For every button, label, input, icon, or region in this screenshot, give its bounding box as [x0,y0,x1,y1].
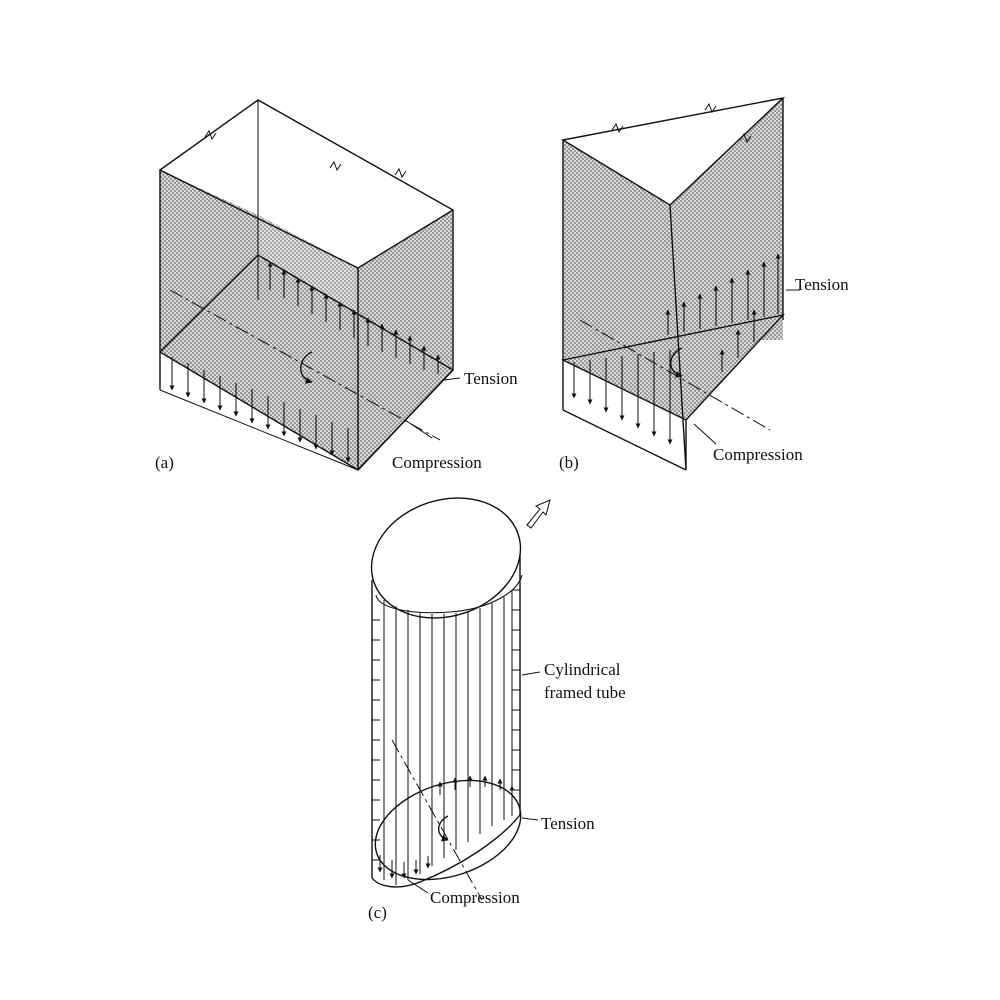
panel-b-base-plane [563,315,783,420]
panel-c-tension-arrows [437,775,515,796]
panel-b-moment-icon [670,347,683,378]
panel-c-title-line2: framed tube [544,683,626,702]
panel-a-compression-arrows [169,357,351,463]
panel-c-title-line1: Cylindrical [544,660,621,679]
panel-c-tension-label: Tension [541,814,595,833]
panel-b-diagram [560,96,800,471]
panel-a-compression-label: Compression [392,453,482,472]
panel-a-moment-icon [300,351,313,384]
panel-a-base-plane [160,255,453,470]
panel-c-top-ellipse [370,497,522,619]
panel-a-diagram [158,99,461,471]
panel-b-label: (b) [559,453,579,472]
panel-b-edges [560,96,786,471]
panel-b-compression-label: Compression [713,445,803,464]
panel-c-framing-lines [383,590,513,885]
panel-c-base-section [374,779,522,881]
panel-a-neutral-axis [169,289,441,441]
panel-c-compression-label: Compression [430,888,520,907]
panel-a-tension-label: Tension [464,369,518,388]
panel-c-diagram [370,497,551,901]
panel-c-compression-arrows [377,855,431,879]
panel-b-tension-label: Tension [795,275,849,294]
panel-b-left-wall [563,140,670,360]
panel-b-compression-arrows [571,350,673,445]
panel-c-load-arrow-icon [526,499,551,529]
panel-a-tension-arrows [267,261,441,374]
panel-b-neutral-axis [579,319,771,431]
panel-a-label: (a) [155,453,174,472]
panel-b-right-wall [670,98,783,340]
panel-b-tension-arrows [665,253,781,372]
panel-c-label: (c) [368,903,387,922]
panel-c-spandrel-ticks [372,589,520,861]
panel-c-moment-icon [437,815,449,842]
panel-c-neutral-axis [391,739,483,901]
